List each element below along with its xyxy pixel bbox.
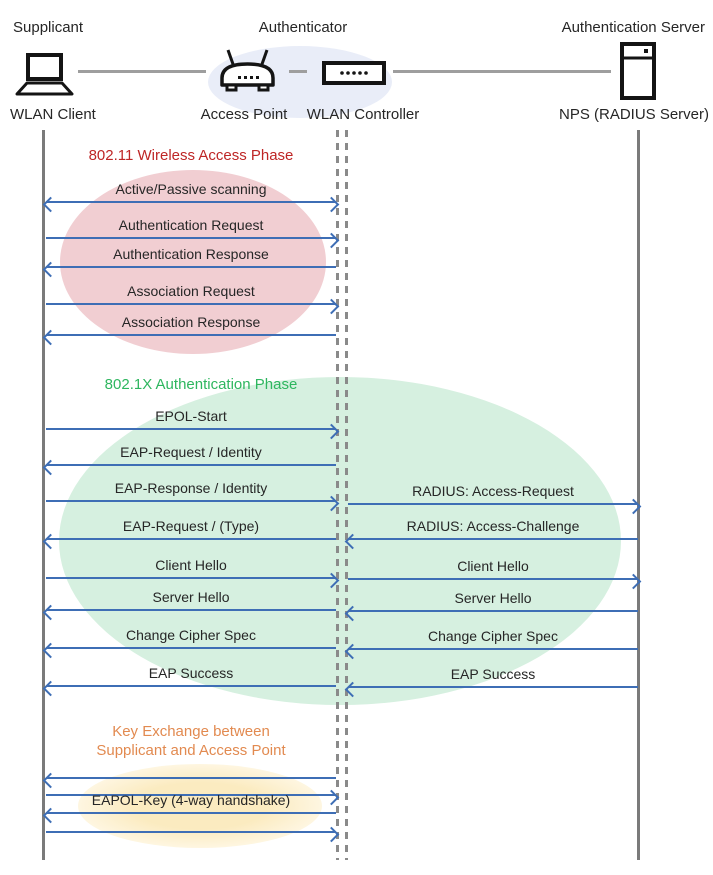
arrow-line <box>42 459 336 476</box>
arrow-line <box>42 642 336 659</box>
arrowhead <box>42 459 59 476</box>
connector-line <box>78 70 206 73</box>
message-label: EAP-Request / (Type) <box>122 518 260 534</box>
phase-title-key-exchange-line1: Key Exchange between <box>112 723 270 740</box>
message-label: EPOL-Start <box>155 408 227 424</box>
arrow-line <box>42 196 340 213</box>
role-label-authentication-server: Authentication Server <box>561 19 705 36</box>
message-label: Association Response <box>121 314 261 330</box>
message-label: Authentication Request <box>118 217 264 233</box>
phase-ellipse-80211 <box>60 170 326 354</box>
arrow-line <box>46 789 340 806</box>
lifeline-authenticator-left <box>336 130 339 860</box>
arrowhead <box>42 680 59 697</box>
message-label: Active/Passive scanning <box>115 181 267 197</box>
phase-title-key-exchange: Key Exchange between Supplicant and Acce… <box>46 722 336 760</box>
arrowhead <box>42 807 59 824</box>
arrow-line <box>344 643 638 660</box>
message-label: Server Hello <box>454 590 532 606</box>
device-label-nps: NPS (RADIUS Server) <box>558 106 710 123</box>
device-label-wlan-client: WLAN Client <box>10 106 96 123</box>
role-label-authenticator: Authenticator <box>258 19 348 36</box>
arrow-line <box>46 572 340 589</box>
arrow-line <box>344 605 638 622</box>
arrow-line <box>46 826 340 843</box>
message-label: Client Hello <box>457 558 529 574</box>
arrow-line <box>46 298 340 315</box>
connector-line <box>289 70 307 73</box>
connector-line <box>393 70 611 73</box>
wlan-controller-icon <box>322 61 386 90</box>
arrow-line <box>42 329 336 346</box>
device-label-wlan-controller: WLAN Controller <box>306 106 420 123</box>
arrowhead <box>42 329 59 346</box>
message-label: EAP-Request / Identity <box>120 444 262 460</box>
message-label: RADIUS: Access-Challenge <box>406 518 580 534</box>
phase-title-key-exchange-line2: Supplicant and Access Point <box>96 742 286 759</box>
message-label: EAP-Response / Identity <box>114 480 268 496</box>
arrow-line <box>344 533 638 550</box>
lifeline-auth-server <box>637 130 640 860</box>
lifeline-supplicant <box>42 130 45 860</box>
message-label: Change Cipher Spec <box>126 627 256 643</box>
arrow-line <box>46 423 340 440</box>
arrow-line <box>348 573 642 590</box>
arrow-line <box>42 807 336 824</box>
phase-ellipse-8021x <box>59 377 621 705</box>
arrowhead <box>42 642 59 659</box>
access-point-icon <box>216 47 279 99</box>
lifeline-authenticator-right <box>345 130 348 860</box>
arrow-line <box>46 232 340 249</box>
arrowhead <box>42 196 59 213</box>
message-label: RADIUS: Access-Request <box>412 483 574 499</box>
message-label: Authentication Response <box>113 246 269 262</box>
arrow-line <box>46 495 340 512</box>
message-label: EAPOL-Key (4-way handshake) <box>91 792 291 808</box>
message-label: Server Hello <box>152 589 230 605</box>
role-label-supplicant: Supplicant <box>13 19 84 36</box>
message-label: Client Hello <box>155 557 227 573</box>
message-label: Change Cipher Spec <box>428 628 558 644</box>
arrow-line <box>344 681 638 698</box>
arrowhead <box>42 772 59 789</box>
arrowhead <box>42 533 59 550</box>
message-label: EAP Success <box>148 665 234 681</box>
message-label: Association Request <box>127 283 255 299</box>
device-label-access-point: Access Point <box>200 106 288 123</box>
arrow-line <box>42 680 336 697</box>
arrowhead <box>42 604 59 621</box>
arrow-line <box>42 261 336 278</box>
message-label: EAP Success <box>450 666 536 682</box>
arrowhead <box>42 261 59 278</box>
arrow-line <box>348 498 642 515</box>
phase-title-8021x: 802.1X Authentication Phase <box>104 376 298 393</box>
arrow-line <box>42 533 336 550</box>
arrow-line <box>42 604 336 621</box>
laptop-icon <box>14 52 74 103</box>
server-icon <box>620 42 656 105</box>
arrow-line <box>42 772 336 789</box>
phase-title-80211: 802.11 Wireless Access Phase <box>88 147 294 164</box>
